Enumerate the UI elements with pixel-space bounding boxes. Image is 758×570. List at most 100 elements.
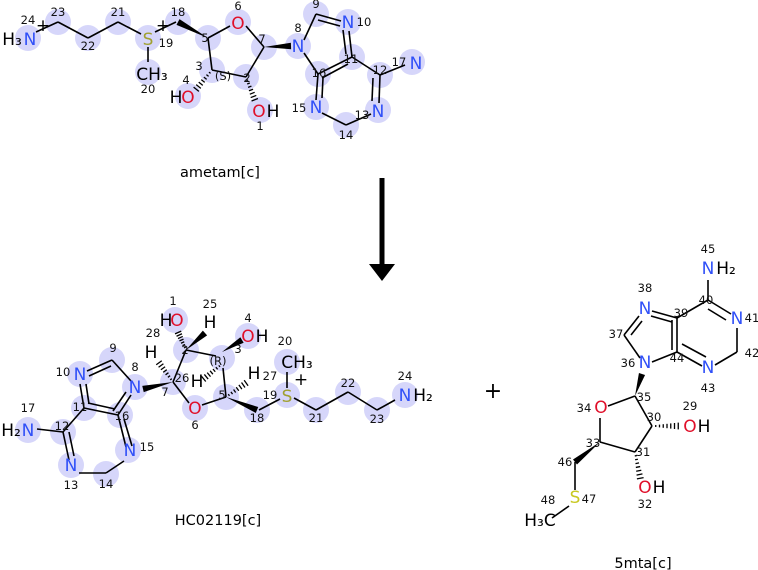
atom-label-hc02119: S [282,387,293,407]
atom-index-hc02119: 19 [263,388,278,402]
atom-index-hc02119: (R) [210,354,227,368]
atom-index-hc02119: 20 [278,334,293,348]
bond-hc02119 [172,381,190,404]
atom-index-hc02119: 3 [234,342,241,356]
bond-hc02119 [85,383,90,405]
atom-index-ametam: 14 [339,128,354,142]
atom-index-5mta: 31 [636,445,651,459]
atom-index-5mta: 38 [638,281,653,295]
atom-highlight [58,452,84,478]
bond-ametam [378,74,381,104]
bond-hc02119 [83,407,119,416]
bond-ametam [211,69,247,78]
bond-ametam [207,37,213,71]
atom-highlight [15,25,41,51]
bond-5mta [623,315,640,336]
atom-highlight [274,382,300,408]
atom-index-hc02119: 1 [169,294,176,308]
atom-label-ametam: + [156,16,170,36]
bond-ametam [315,73,319,101]
atom-label-hc02119: H [160,311,173,331]
bond-5mta [707,308,727,321]
atom-label-5mta: H [698,417,711,437]
atom-label-hc02119: O [188,399,201,419]
bond-5mta [607,395,636,407]
molecule-name-5mta: 5mta[c] [614,556,671,570]
atom-label-hc02119: H [145,343,158,363]
bond-5mta [551,505,570,519]
atom-highlight [93,461,119,487]
bond-ametam [303,52,319,75]
atom-index-ametam: 1 [256,119,263,133]
atom-index-hc02119: 15 [140,440,155,454]
bond-5mta [651,351,678,363]
wedge-bond-hc02119 [142,382,173,393]
bond-hc02119 [68,431,75,457]
atom-index-ametam: 12 [373,63,388,77]
atom-index-hc02119: 13 [64,478,79,492]
wedge-bond-hc02119 [222,337,244,352]
hashed-bond-hc02119 [227,379,249,397]
atom-index-5mta: 45 [701,242,716,256]
atom-index-5mta: 35 [637,390,652,404]
atom-label-hc02119: N [399,386,412,406]
atom-index-hc02119: 24 [398,369,413,383]
bond-5mta [634,425,653,453]
bond-5mta [707,299,732,315]
atom-highlight [15,417,41,443]
bond-ametam [245,46,265,78]
bond-hc02119 [87,402,116,410]
bond-hc02119 [222,367,227,398]
bond-hc02119 [112,391,127,412]
bond-layer [35,13,738,519]
atom-highlight [209,345,235,371]
atom-index-ametam: 18 [171,5,186,19]
atom-index-hc02119: 17 [21,401,36,415]
bond-ametam [87,21,119,39]
atom-label-hc02119: H [204,313,217,333]
atom-index-hc02119: 11 [73,400,88,414]
bond-hc02119 [315,391,349,411]
atom-index-ametam: 22 [81,39,96,53]
atom-index-hc02119: 28 [146,326,161,340]
atom-label-ametam: CH₃ [136,65,167,85]
atom-label-5mta: O [594,398,607,418]
atom-label-hc02119: O [170,311,183,331]
bond-hc02119 [117,414,127,448]
bond-5mta [681,343,707,358]
atom-index-hc02119: 26 [175,371,190,385]
bond-ametam [351,56,381,76]
atom-label-5mta: N [702,259,715,279]
bond-5mta [623,334,641,359]
bond-hc02119 [293,397,317,411]
atom-highlight [135,25,161,51]
atom-index-hc02119: 18 [250,411,265,425]
atom-label-ametam: N [372,102,385,122]
atom-index-5mta: 36 [621,356,636,370]
bond-5mta [676,299,709,319]
bond-ametam [321,63,349,79]
atom-index-5mta: 32 [638,497,653,511]
atom-label-5mta: N [639,299,652,319]
bond-hc02119 [62,431,70,461]
bond-ametam [317,56,353,75]
atom-label-hc02119: H [256,327,269,347]
wedge-bond-5mta [635,373,646,396]
bond-ametam [321,112,347,126]
bond-5mta [650,315,673,323]
wedge-bond-5mta [573,442,600,465]
bond-hc02119 [86,359,113,372]
bond-hc02119 [88,365,112,377]
bond-hc02119 [123,418,133,447]
hashed-bond-hc02119 [200,364,221,382]
bond-ametam [303,13,317,41]
atom-index-hc02119: 21 [309,411,324,425]
atom-label-ametam: S [143,30,154,50]
atom-label-ametam: H [267,102,280,122]
bond-hc02119 [172,349,187,383]
bond-5mta [599,441,636,453]
atom-label-hc02119: N [74,365,87,385]
reaction-plus-sign: + [484,379,502,404]
atom-label-hc02119: N [124,441,137,461]
